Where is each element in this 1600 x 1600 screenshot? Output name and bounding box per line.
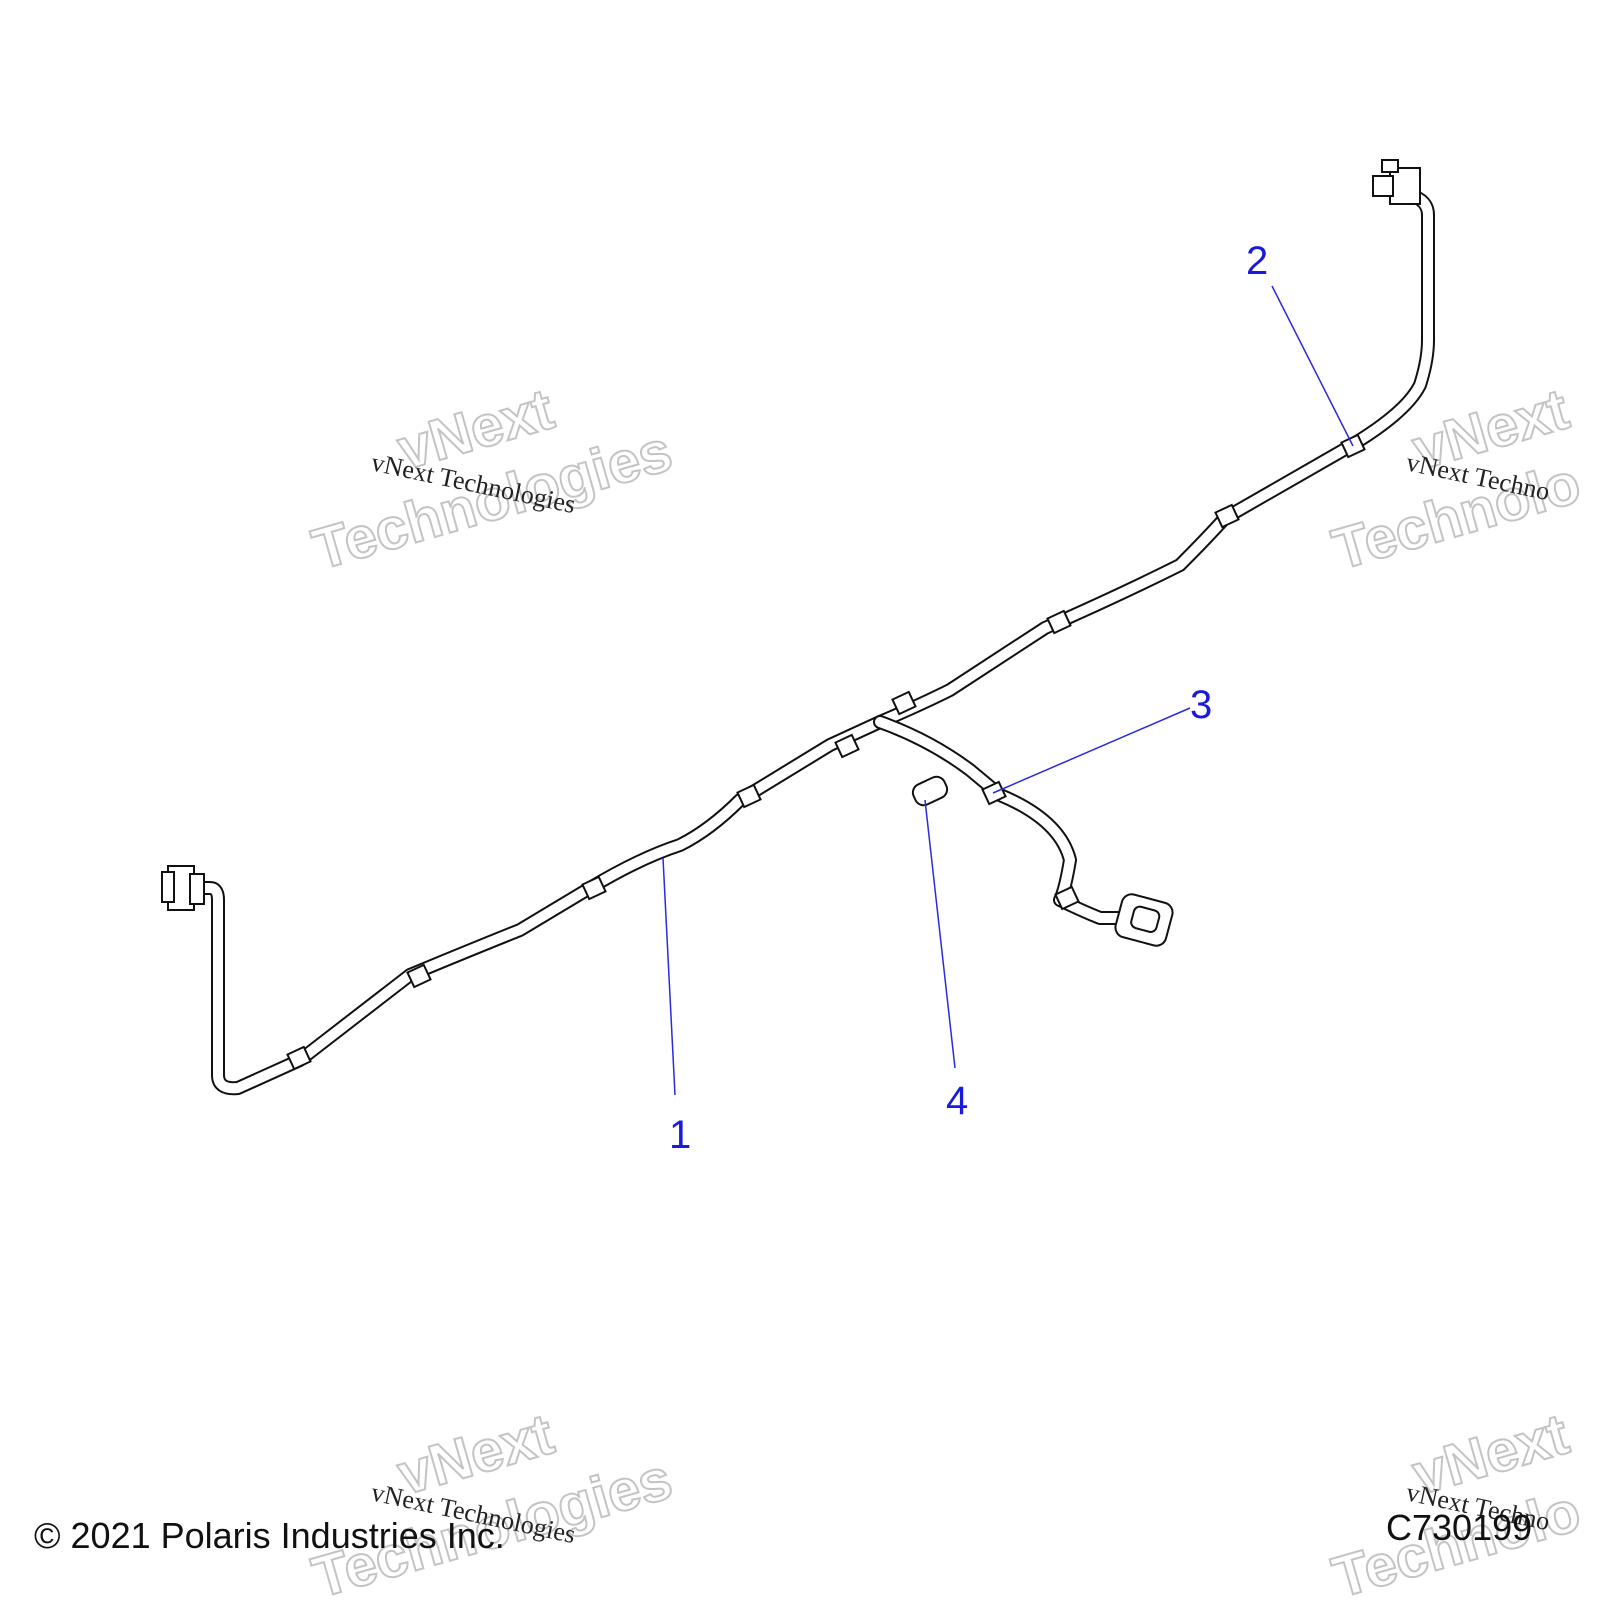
branch-connector xyxy=(1114,893,1174,947)
watermark-group-bottom-left: vNext Technologies vNext Technologies xyxy=(305,1400,680,1600)
leader-line-3 xyxy=(992,707,1191,794)
callout-4: 4 xyxy=(946,1079,968,1123)
leader-line-4 xyxy=(924,799,956,1069)
clip xyxy=(1046,609,1072,635)
callout-2: 2 xyxy=(1246,239,1268,283)
watermark-group-bottom-right: vNext Technolo vNext Techno xyxy=(1325,1400,1589,1600)
leader-line-2 xyxy=(1271,285,1354,447)
clip xyxy=(1214,503,1240,529)
clip xyxy=(1054,885,1080,911)
callout-1: 1 xyxy=(669,1113,691,1157)
clip xyxy=(286,1045,312,1071)
clip xyxy=(406,963,432,989)
left-connector xyxy=(161,865,205,911)
callout-3: 3 xyxy=(1190,683,1212,727)
figure-code: C730199 xyxy=(1386,1507,1532,1548)
clip xyxy=(736,783,762,809)
right-connector xyxy=(1372,159,1421,205)
main-harness xyxy=(188,183,1435,1096)
clip xyxy=(581,875,607,901)
clip xyxy=(834,733,860,759)
clip xyxy=(891,690,917,716)
leader-lines xyxy=(662,285,1354,1096)
copyright-text: © 2021 Polaris Industries Inc. xyxy=(34,1515,505,1556)
cap-part-4 xyxy=(911,775,949,807)
watermark-group-top-left: vNext Technologies vNext Technologies xyxy=(305,375,680,583)
leader-line-1 xyxy=(662,857,676,1096)
watermark-group-top-right: vNext Technolo vNext Techno xyxy=(1325,375,1589,583)
